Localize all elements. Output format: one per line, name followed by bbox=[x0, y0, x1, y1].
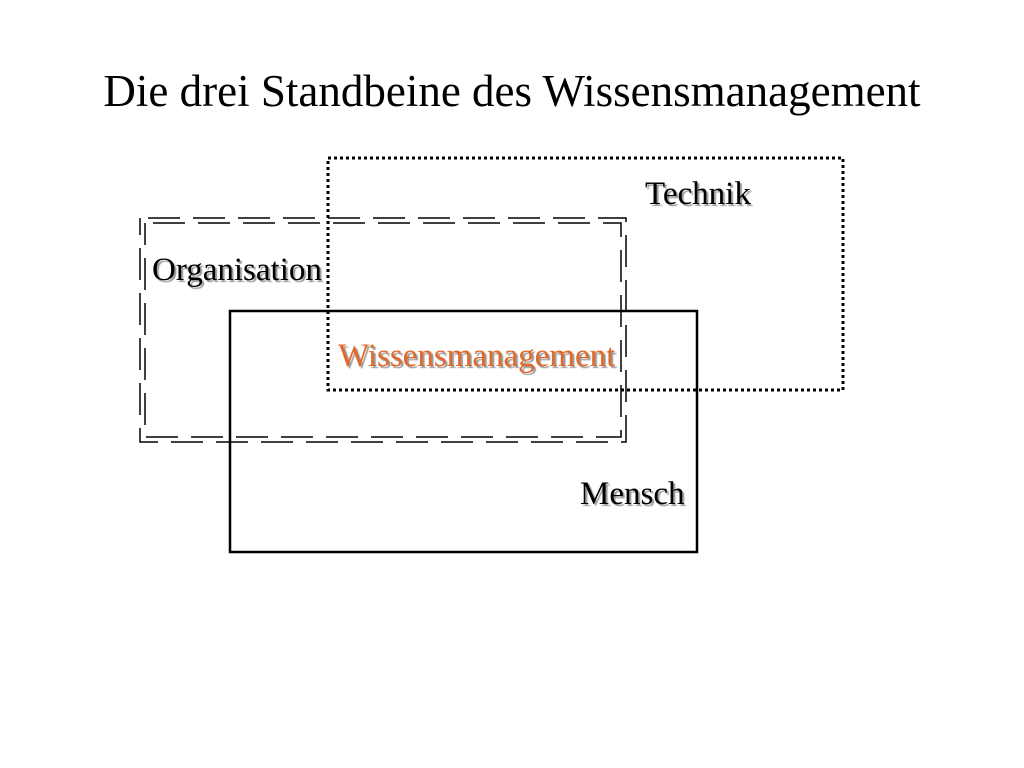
organisation-box-inner-line bbox=[144, 222, 622, 438]
slide-title: Die drei Standbeine des Wissensmanagemen… bbox=[103, 66, 921, 116]
technik-label: Technik bbox=[645, 176, 751, 212]
wissensmanagement-label: Wissensmanagement bbox=[338, 338, 616, 374]
organisation-box-outer-line bbox=[139, 217, 627, 443]
mensch-box bbox=[228, 309, 699, 554]
organisation-label: Organisation bbox=[152, 252, 322, 288]
mensch-label: Mensch bbox=[580, 476, 685, 512]
technik-box bbox=[326, 156, 845, 392]
organisation-box bbox=[139, 217, 627, 443]
